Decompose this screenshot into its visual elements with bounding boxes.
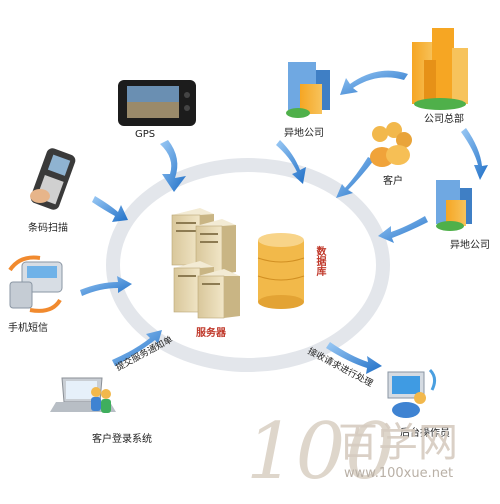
laptop-users-icon (50, 377, 116, 413)
arrow-hq-to-remote (340, 70, 408, 95)
label-database: 数据库 (314, 246, 325, 276)
arrow-remote-right (378, 216, 428, 243)
customer-group-icon (370, 122, 412, 167)
arrow-sms (80, 276, 132, 296)
label-gps: GPS (135, 129, 156, 140)
label-backend-operator: 后台操作员 (400, 428, 450, 439)
watermark-logo: 100 (246, 407, 395, 497)
label-remote-company-right: 异地公司 (450, 240, 490, 251)
remote-company-right-icon (436, 180, 472, 231)
mobile-phone-icon (8, 255, 63, 313)
central-ring (106, 158, 390, 372)
watermark-url: www.100xue.net (344, 466, 454, 481)
arrow-barcode (92, 196, 128, 222)
label-server: 服务器 (196, 328, 226, 339)
label-customer: 客户 (383, 176, 403, 187)
arrow-remote-top (276, 140, 306, 184)
headquarters-icon (412, 28, 468, 110)
database-icon (257, 233, 305, 309)
barcode-scanner-icon (30, 148, 76, 210)
remote-company-top-icon (286, 62, 330, 118)
label-sms: 手机短信 (8, 323, 48, 334)
gps-device-icon (118, 80, 196, 126)
arrow-hq-down (461, 128, 488, 180)
arrow-customer (336, 157, 374, 198)
backend-operator-icon (387, 368, 437, 418)
label-barcode: 条码扫描 (28, 223, 68, 234)
watermark-digits: 100 (246, 407, 395, 497)
label-client-login: 客户登录系统 (92, 434, 152, 445)
arrow-to-backend (326, 342, 382, 374)
arrows (80, 70, 488, 374)
watermark-brand: 百学网 (338, 420, 458, 466)
arrow-gps (160, 140, 186, 192)
arrow-client (112, 330, 162, 366)
label-remote-company-top: 异地公司 (284, 128, 324, 139)
label-hq: 公司总部 (424, 114, 464, 125)
server-stack-icon (171, 208, 240, 319)
